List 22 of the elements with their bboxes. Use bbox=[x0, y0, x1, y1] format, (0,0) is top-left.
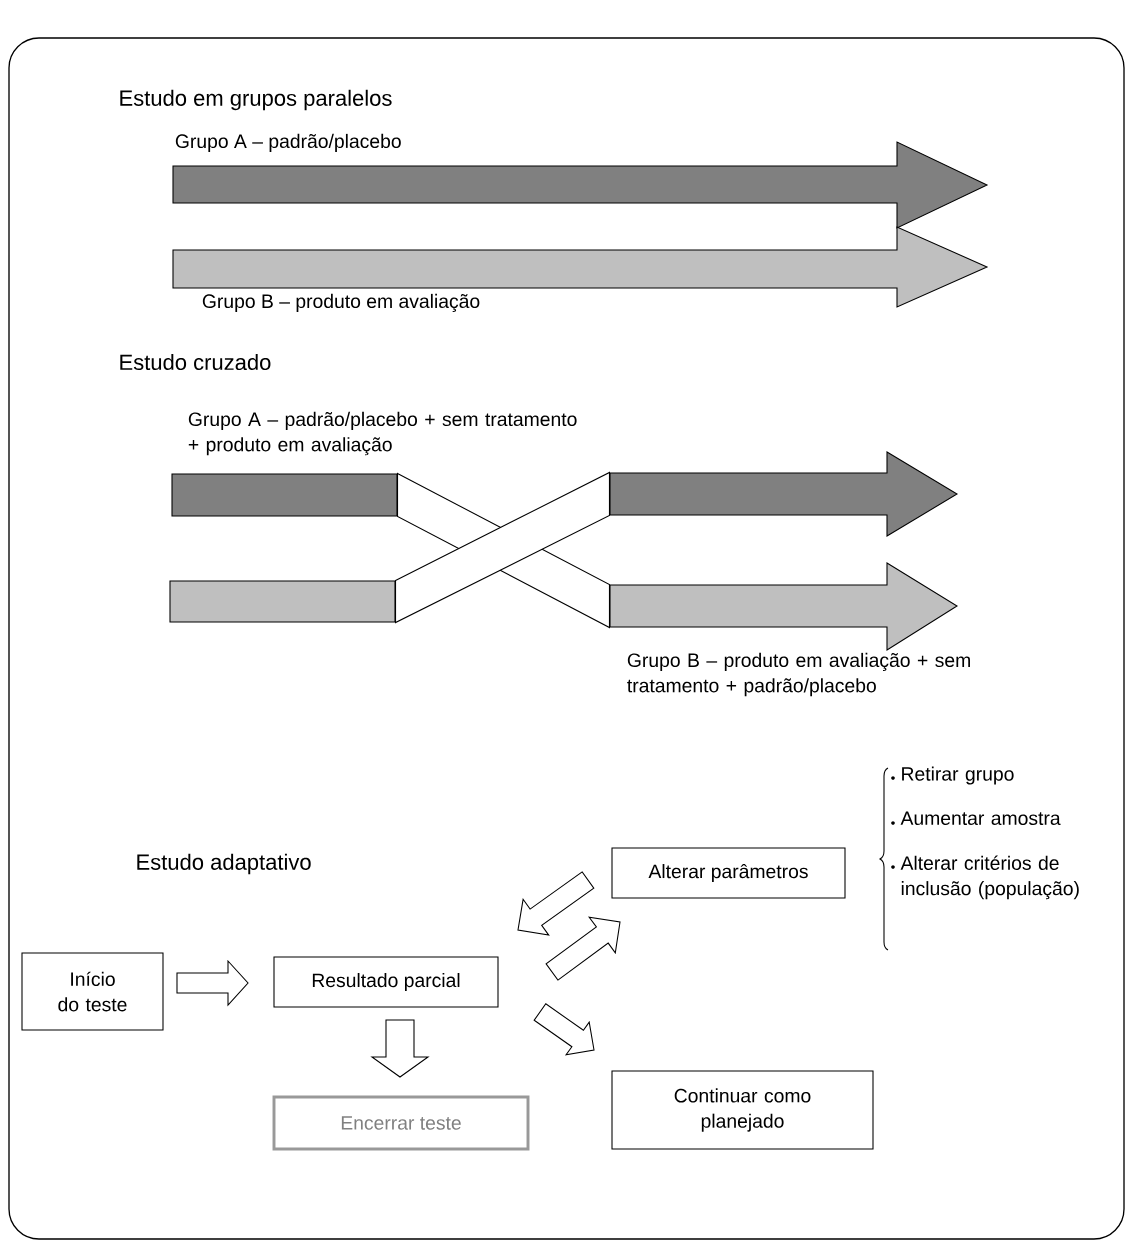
block-arrow bbox=[517, 871, 595, 936]
block-arrow bbox=[370, 1019, 430, 1078]
group-label: Grupo A – padrão/placebo bbox=[175, 133, 401, 152]
process-box: Início do teste bbox=[21, 952, 164, 1031]
block-arrow bbox=[609, 451, 959, 537]
block-arrow bbox=[533, 1003, 595, 1056]
bullet-text: Alterar critérios de inclusão (população) bbox=[900, 855, 1079, 900]
bullet-text: Retirar grupo bbox=[902, 766, 1014, 785]
process-box: Alterar parâmetros bbox=[611, 847, 846, 899]
bullet-text: Aumentar amostra bbox=[900, 811, 1061, 826]
group-label: Grupo B – produto em avaliação + sem tratamento + padrão/placebo bbox=[627, 652, 970, 697]
section-title: Estudo em grupos paralelos bbox=[120, 89, 392, 111]
section-title: Estudo adaptativo bbox=[137, 853, 311, 875]
block-arrow bbox=[176, 959, 249, 1007]
group-label: Grupo A – padrão/placebo + sem tratamento + produto em avaliação bbox=[188, 411, 577, 456]
block-arrow bbox=[545, 916, 621, 981]
group-label: Grupo B – produto em avaliação bbox=[202, 293, 480, 312]
section-title: Estudo cruzado bbox=[120, 353, 271, 371]
process-box: Continuar como planejado bbox=[611, 1070, 874, 1150]
process-box: Resultado parcial bbox=[273, 956, 499, 1008]
bar bbox=[169, 580, 396, 623]
process-box: Encerrar teste bbox=[272, 1095, 530, 1151]
